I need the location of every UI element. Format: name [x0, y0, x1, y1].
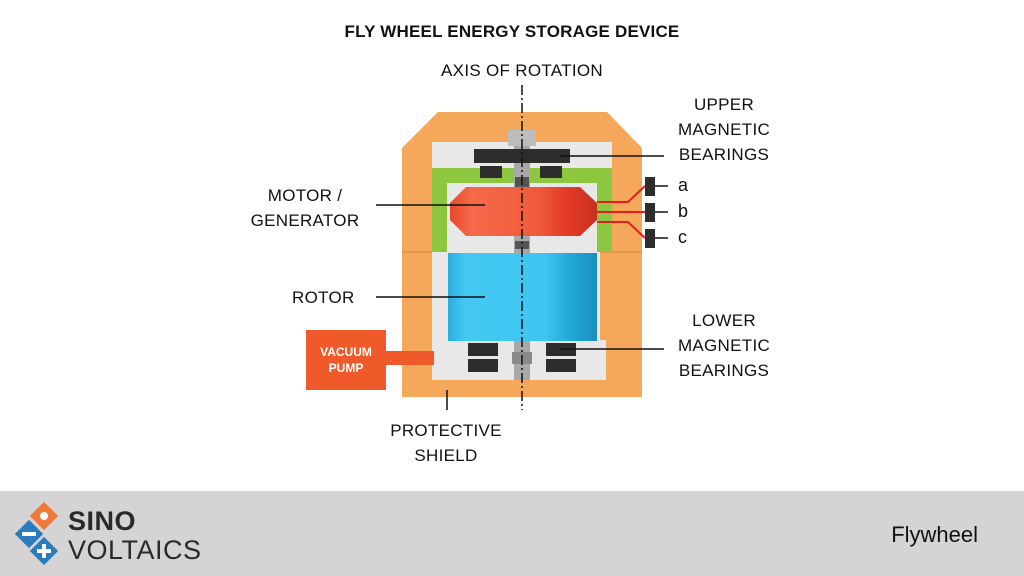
rotor-label: ROTOR [292, 288, 355, 307]
sinovoltaics-logo-icon [14, 501, 59, 566]
phase-b-label: b [678, 201, 689, 221]
vacuum-pump-box [306, 330, 386, 390]
lower-bearing-left-b [468, 359, 498, 372]
flywheel-diagram [306, 85, 668, 410]
upper-bearings-label: UPPER MAGNETIC BEARINGS [677, 95, 771, 164]
footer-bar [0, 491, 1024, 576]
axis-label: AXIS OF ROTATION [441, 61, 603, 80]
brand-name-top: SINO [68, 506, 137, 536]
shaft-cap [508, 130, 536, 146]
vacuum-pipe [386, 351, 434, 365]
motor-generator-label: MOTOR / GENERATOR [250, 186, 360, 230]
shaft-collar-mid [515, 241, 529, 249]
stator [432, 168, 612, 252]
upper-bearing-left [480, 166, 502, 178]
lower-bearing-right-b [546, 359, 576, 372]
footer-caption: Flywheel [891, 522, 978, 547]
protective-shield-label: PROTECTIVE SHIELD [390, 421, 502, 465]
wire-a [597, 185, 646, 203]
terminal-b [645, 203, 655, 222]
phase-c-label: c [678, 227, 687, 247]
lower-bearing-left-a [468, 343, 498, 356]
diagram-title: FLY WHEEL ENERGY STORAGE DEVICE [344, 22, 680, 41]
brand-name-bottom: VOLTAICS [68, 535, 202, 565]
upper-bearing-top [474, 149, 570, 163]
terminal-a [645, 177, 655, 196]
motor-generator [450, 187, 597, 236]
wire-c [597, 221, 646, 239]
phase-a-label: a [678, 175, 689, 195]
terminal-c [645, 229, 655, 248]
lower-bearings-label: LOWER MAGNETIC BEARINGS [677, 311, 771, 380]
vacuum-pump-label: VACUUM PUMP [320, 345, 372, 375]
upper-bearing-right [540, 166, 562, 178]
